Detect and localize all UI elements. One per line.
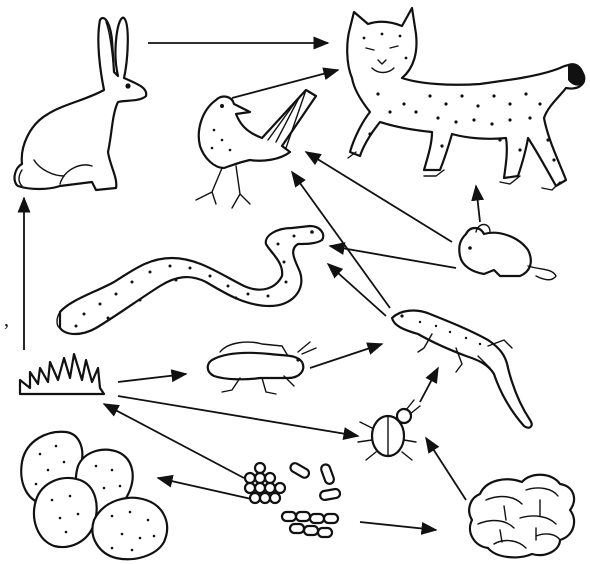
arrow-beetle-to-lizard (420, 368, 438, 402)
arrow-bacteria-to-mushrooms (360, 522, 436, 530)
beetle-icon (358, 400, 420, 460)
mushroom-icon (469, 475, 574, 558)
grass-icon (20, 354, 104, 394)
arrow-grasshopper-to-lizard (310, 344, 382, 368)
grasshopper-icon (208, 342, 316, 394)
arrow-roadrunner-to-bobcat (232, 70, 338, 98)
cactus-icon (21, 432, 167, 559)
bobcat-icon (347, 8, 584, 190)
arrow-mushrooms-to-beetle (426, 438, 466, 500)
mouse-icon (459, 225, 556, 280)
lizard-icon (392, 311, 532, 428)
arrow-mouse-to-bobcat (476, 186, 480, 222)
bacteria-icon (245, 462, 341, 537)
arrow-mouse-to-rattlesnake (330, 246, 456, 268)
roadrunner-icon (196, 90, 316, 208)
arrow-bacteria-to-cactus (158, 478, 256, 500)
arrow-grass-to-grasshopper (118, 374, 186, 382)
rattlesnake-icon (57, 226, 323, 334)
stray-comma-mark: , (4, 309, 9, 331)
jackrabbit-icon (15, 18, 147, 190)
